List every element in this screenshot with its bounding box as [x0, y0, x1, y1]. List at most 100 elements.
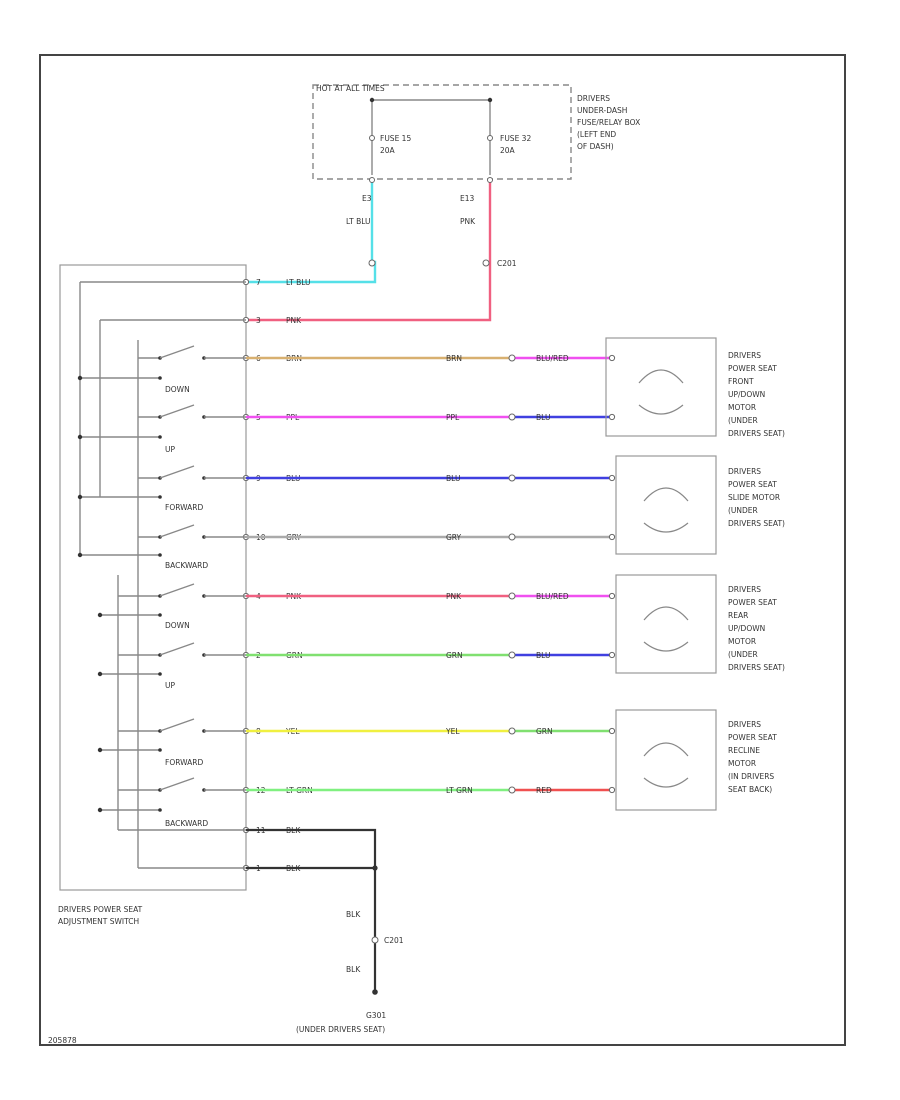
switch-blade: [159, 583, 195, 597]
switch-pin-number: 7: [256, 278, 261, 287]
ground-circuit: BLK C201 BLK G301 (UNDER DRIVERS SEAT): [246, 828, 404, 1034]
wire-pnk-feed: [246, 180, 492, 322]
footer-code: 205878: [48, 1036, 77, 1045]
fuse-bus-splice: [369, 97, 375, 103]
ground-point: [372, 989, 378, 995]
fuse-15-symbol: [369, 135, 375, 141]
motor-pin: [608, 533, 616, 541]
motor-pin: [608, 474, 616, 482]
switch-splice: [77, 494, 83, 500]
switch-contact: [158, 672, 162, 676]
pin-e3: [369, 177, 375, 183]
feed-wires: E3 LT BLU E13 PNK C201: [246, 177, 517, 322]
fuse-15-label: FUSE 15: [380, 134, 411, 143]
switch-direction-label: FORWARD: [165, 758, 203, 767]
motor-label: DRIVERS: [728, 467, 761, 476]
motor-wire-label: BRN: [446, 354, 462, 363]
motor-box: [615, 455, 717, 555]
switch-contact: [158, 495, 162, 499]
motor-label: DRIVERS: [728, 720, 761, 729]
diagram-frame: [39, 54, 846, 1046]
switch-splice: [77, 375, 83, 381]
fuse-32-label: FUSE 32: [500, 134, 531, 143]
motor-label: POWER SEAT: [728, 598, 777, 607]
switch-name: ADJUSTMENT SWITCH: [58, 917, 139, 926]
ground-connector-label: C201: [384, 936, 404, 945]
switch-blade: [159, 718, 195, 732]
wire-lt-blu-label: LT BLU: [346, 217, 371, 226]
motor-wire-label: GRN: [536, 727, 553, 736]
motor-label: POWER SEAT: [728, 733, 777, 742]
switch-contact: [158, 748, 162, 752]
motor-label: MOTOR: [728, 403, 756, 412]
motor-label: (UNDER: [728, 506, 758, 515]
fuse-box-outline: [312, 84, 572, 180]
motor-label: REAR: [728, 611, 748, 620]
motor-wire-label: PNK: [446, 592, 462, 601]
pin-e13: [487, 177, 493, 183]
motor-wire-label: PPL: [446, 413, 460, 422]
switch-contact: [158, 613, 162, 617]
motor-label: DRIVERS SEAT): [728, 429, 785, 438]
fuse-box-location: (LEFT END: [577, 130, 616, 139]
motor-label: FRONT: [728, 377, 754, 386]
fuse-box-location: UNDER-DASH: [577, 106, 627, 115]
ground-location: (UNDER DRIVERS SEAT): [296, 1025, 385, 1034]
motor-label: UP/DOWN: [728, 624, 765, 633]
switch-direction-label: BACKWARD: [165, 819, 208, 828]
wire-pnk-label: PNK: [460, 217, 476, 226]
switch-splice: [97, 747, 103, 753]
fuse-box-location: OF DASH): [577, 142, 614, 151]
switch-direction-label: UP: [165, 681, 175, 690]
motor-pin: [608, 354, 616, 362]
fuse-box: HOT AT ALL TIMES FUSE 15 20A FUSE 32 20A…: [312, 84, 640, 180]
switch-splice: [97, 612, 103, 618]
switch-blade: [159, 465, 195, 479]
motor-connector-pin: [508, 592, 516, 600]
motor-label: POWER SEAT: [728, 480, 777, 489]
motor-symbol: [643, 641, 689, 652]
switch-splice: [77, 434, 83, 440]
motor-pin: [608, 413, 616, 421]
motor-label: RECLINE: [728, 746, 760, 755]
motor-wire-label: LT GRN: [446, 786, 473, 795]
motor-box: [615, 709, 717, 811]
motor-box: [615, 574, 717, 674]
wire-blk-pin-11: [246, 828, 377, 868]
connector-pin: [482, 259, 490, 267]
switch-splice: [77, 552, 83, 558]
motor-label: (IN DRIVERS: [728, 772, 774, 781]
motor-wire-label: RED: [536, 786, 552, 795]
motor-symbol: [638, 369, 684, 384]
motor-label: SLIDE MOTOR: [728, 493, 780, 502]
motor-label: POWER SEAT: [728, 364, 777, 373]
motor-label: SEAT BACK): [728, 785, 772, 794]
switch-splice: [97, 807, 103, 813]
switch-blade: [159, 524, 195, 538]
switch-blade: [159, 642, 195, 656]
switch-contact: [158, 435, 162, 439]
motor-label: DRIVERS: [728, 585, 761, 594]
motor-wire-label: BLU/RED: [536, 354, 569, 363]
fuse-box-location: DRIVERS: [577, 94, 610, 103]
motor-symbol: [643, 522, 689, 533]
motor-connector-pin: [508, 727, 516, 735]
motor-wire-label: GRY: [446, 533, 462, 542]
switch-blade: [159, 345, 195, 359]
motor-symbol: [643, 742, 689, 757]
motor-connector-pin: [508, 786, 516, 794]
switch-wire-label: PNK: [286, 316, 302, 325]
motor-pin: [608, 651, 616, 659]
motor-wire-label: BLU: [536, 651, 550, 660]
switch-wire-label: LT BLU: [286, 278, 311, 287]
switch-splice: [97, 671, 103, 677]
ground-wire-label: BLK: [346, 965, 361, 974]
pin-e13-label: E13: [460, 194, 475, 203]
switch-contact: [158, 553, 162, 557]
motor-wire-label: BLU: [446, 474, 460, 483]
motor-wire-label: YEL: [445, 727, 460, 736]
switch-outline: [59, 264, 247, 891]
motor-pin: [608, 592, 616, 600]
switch-blade: [159, 777, 195, 791]
